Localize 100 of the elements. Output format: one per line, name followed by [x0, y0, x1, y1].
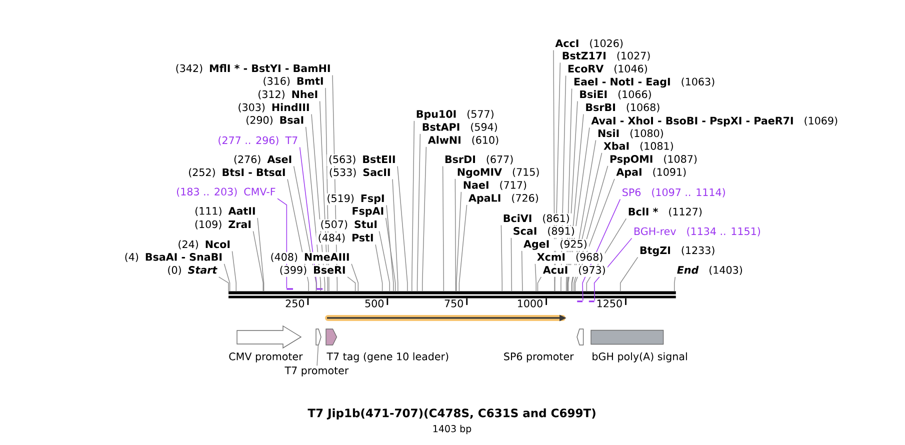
cut-site-label: AgeI (925): [524, 240, 586, 250]
leader-line: [299, 146, 317, 289]
cut-site-label: (533) SacII: [330, 168, 390, 178]
sequence-end-label: End (1403): [677, 266, 742, 276]
leader-line: [442, 166, 444, 292]
scale-label: 250: [286, 300, 304, 308]
cut-site-label: BclI * (1127): [628, 208, 702, 217]
cut-site-label: EcoRV (1046): [568, 64, 647, 74]
leader-line: [397, 166, 408, 292]
leader-line: [454, 178, 456, 292]
cut-site-label: BstZ17I (1027): [562, 52, 650, 61]
cut-site-label: BsrDI (677): [445, 155, 513, 164]
promoter-symbol: [316, 328, 322, 346]
leader-line: [572, 152, 602, 292]
leader-line: [305, 126, 322, 292]
primer-mark: [577, 300, 583, 302]
cut-site-label: AlwNI (610): [428, 136, 498, 146]
leader-line: [257, 218, 264, 292]
leader-line: [347, 276, 356, 292]
cut-site-label: (507) StuI: [321, 220, 377, 230]
cut-site-label: EaeI - NotI - EagI (1063): [574, 78, 714, 88]
cut-site-label: (408) NmeAIII: [271, 252, 349, 262]
cut-site-label: ScaI (891): [514, 226, 574, 236]
leader-line: [560, 75, 566, 292]
cut-site-label: (316) BmtI: [264, 76, 323, 86]
leader-line: [351, 264, 359, 292]
scale-label: 500: [365, 300, 384, 308]
cut-site-label: FspAI: [352, 207, 384, 217]
cut-site-label: (303) HindIII: [238, 103, 309, 112]
leader-line: [252, 230, 264, 292]
cut-site-label: (342) MflI * - BstYI - BamHI: [176, 64, 330, 74]
leader-line: [293, 166, 317, 292]
leader-line: [416, 134, 421, 292]
scale-label: 1000: [518, 300, 542, 308]
primer-mark: [286, 288, 294, 290]
leader-line: [510, 238, 512, 292]
leader-line: [568, 114, 584, 292]
leader-line: [422, 146, 427, 292]
cut-site-label: AccI (1026): [555, 39, 623, 48]
leader-line: [553, 50, 555, 292]
primer-mark: [316, 288, 323, 290]
leader-line: [378, 230, 390, 292]
cut-site-label: (312) NheI: [258, 90, 318, 100]
primer-label: SP6 (1097 .. 1114): [622, 188, 725, 198]
cut-site-label: BsrBI (1068): [586, 103, 660, 112]
cut-site-label: NaeI (717): [464, 180, 526, 190]
scale-label: 1250: [597, 300, 622, 308]
leader-line: [311, 114, 326, 292]
sequence-length: 1403 bp: [433, 424, 472, 434]
cut-site-label: AcuI (973): [542, 266, 605, 276]
node-label: bGH poly(A) signal: [592, 352, 687, 362]
feature-label: T7 promoter: [284, 366, 349, 376]
cut-site-label: AvaI - XhoI - BsoBI - PspXI - PaeR7I (1069): [591, 116, 838, 127]
leader-line: [218, 276, 229, 292]
cut-site-label: (276) AseI: [234, 155, 292, 164]
leader-line: [574, 166, 608, 292]
leader-line: [574, 178, 615, 292]
leader-line: [316, 345, 319, 366]
primer-label: (277 .. 296) T7: [218, 136, 298, 146]
cut-site-label: (290) BsaI: [246, 116, 304, 126]
cut-site-label: (24) NcoI: [178, 240, 230, 250]
cut-site-label: (4) BsaAI - SnaBI: [125, 252, 222, 262]
cut-site-label: Bpu10I (577): [416, 110, 494, 120]
leader-line: [458, 204, 468, 292]
cut-site-label: BciVI (861): [504, 214, 569, 224]
leader-line: [594, 238, 632, 301]
leader-line: [534, 264, 536, 292]
cut-site-label: BtgZI (1233): [640, 246, 714, 256]
leader-line: [456, 192, 462, 292]
leader-line: [325, 88, 330, 292]
leader-line: [332, 74, 338, 292]
leader-line: [674, 276, 676, 292]
map-title: T7 Jip1b(471-707)(C478S, C631S and C699T): [308, 408, 596, 420]
scale-label: 750: [444, 300, 463, 308]
leader-line: [586, 218, 627, 292]
cut-site-label: NgoMIV (715): [458, 168, 539, 178]
sequence-end-label: (0) Start: [168, 266, 218, 276]
leader-line: [277, 198, 288, 289]
leader-line: [566, 88, 572, 292]
cut-site-label: (399) BseRI: [280, 266, 345, 276]
cut-site-label: BsiEI (1066): [580, 90, 651, 100]
cut-site-label: XcmI (968): [537, 252, 602, 262]
leader-line: [375, 244, 383, 292]
cut-site-label: (519) FspI: [328, 194, 384, 204]
leader-line: [521, 250, 523, 292]
sequence-backbone: [228, 291, 676, 298]
cut-site-label: XbaI (1081): [604, 142, 673, 152]
leader-line: [287, 178, 309, 292]
leader-line: [537, 276, 542, 292]
leader-line: [385, 218, 396, 292]
leader-line: [232, 250, 236, 292]
leader-line: [412, 120, 415, 292]
leader-line: [500, 224, 502, 292]
cut-site-label: ApaI (1091): [616, 168, 686, 178]
leader-line: [620, 256, 638, 292]
cut-site-label: ApaLI (726): [468, 194, 538, 204]
leader-line: [224, 264, 230, 292]
cut-site-label: (484) PstI: [318, 234, 373, 243]
leader-line: [566, 100, 578, 292]
cut-site-label: (563) BstEII: [329, 155, 395, 164]
